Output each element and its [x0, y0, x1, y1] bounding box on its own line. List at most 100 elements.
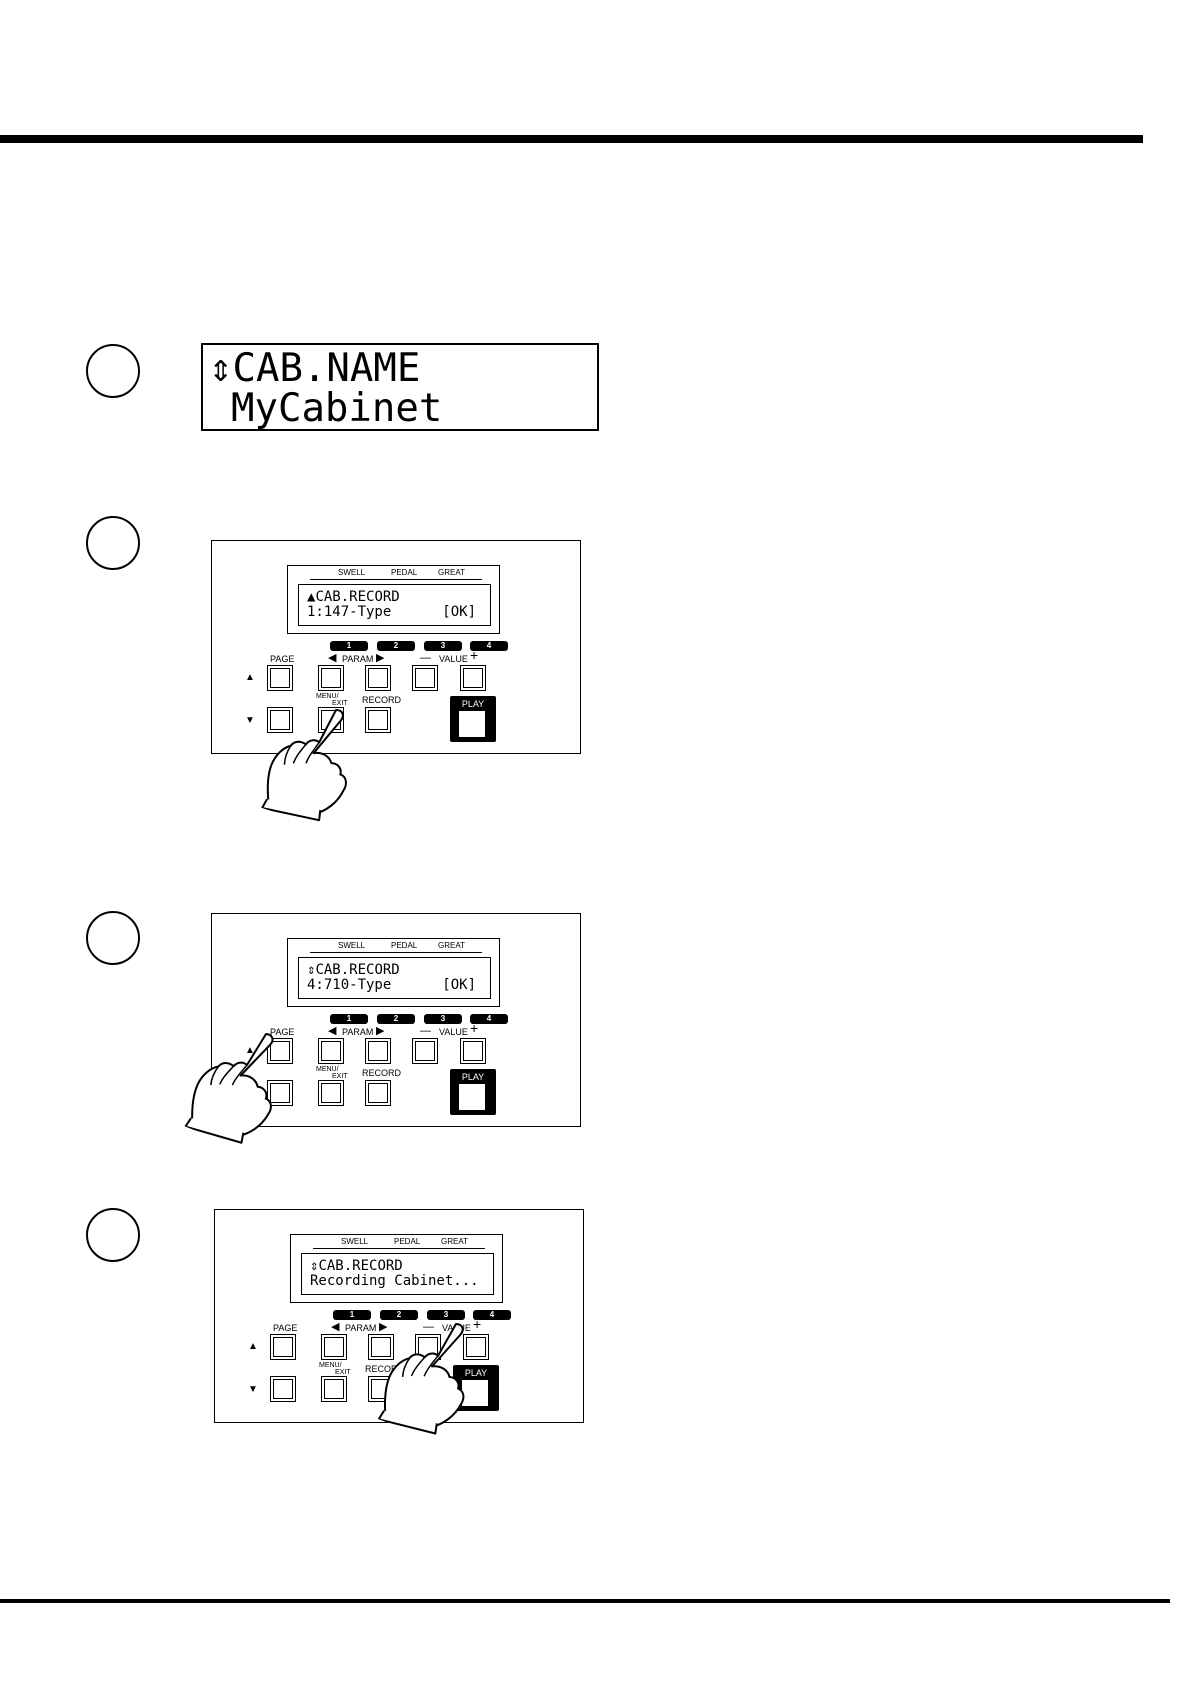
- value-minus-label: —: [420, 652, 431, 664]
- label-great: GREAT: [441, 1237, 468, 1246]
- lcd-ok: [OK]: [442, 977, 476, 993]
- display-line-2: MyCabinet_: [231, 386, 466, 431]
- display-line-1: ⇕CAB.NAME: [209, 349, 420, 388]
- play-label: PLAY: [461, 699, 485, 709]
- page-label: PAGE: [273, 1323, 298, 1333]
- up-down-icon: ⇕: [209, 346, 233, 391]
- manual-labels: SWELL PEDAL GREAT: [291, 1237, 502, 1249]
- param-left-arrow-icon: ◀: [328, 1025, 337, 1037]
- value-plus-label: +: [470, 647, 479, 663]
- lcd-line-2: 1:147-Type: [307, 604, 392, 620]
- param-right-button[interactable]: [368, 1334, 394, 1360]
- exit-label: EXIT: [332, 700, 348, 707]
- lcd-line-2: 4:710-Type: [307, 977, 392, 993]
- param-right-button[interactable]: [365, 1038, 391, 1064]
- label-underline: [310, 579, 482, 580]
- param-right-button[interactable]: [365, 665, 391, 691]
- param-right-arrow-icon: ▶: [379, 1321, 388, 1333]
- param-right-arrow-icon: ▶: [376, 652, 385, 664]
- exit-label: EXIT: [332, 1073, 348, 1080]
- value-minus-button[interactable]: [412, 665, 438, 691]
- number-badge-3: 3: [424, 1014, 462, 1024]
- label-swell: SWELL: [338, 941, 366, 950]
- record-button[interactable]: [365, 1080, 391, 1106]
- display-line-1-text: CAB.NAME: [232, 346, 421, 391]
- bottom-rule: [0, 1599, 1170, 1603]
- page-down-arrow-icon: ▼: [248, 1384, 258, 1395]
- lcd-line-1-text: CAB.RECORD: [318, 1258, 403, 1274]
- page-up-button[interactable]: [270, 1334, 296, 1360]
- menu-label: MENU/: [316, 693, 339, 700]
- value-plus-button[interactable]: [463, 1334, 489, 1360]
- lcd-line-2: Recording Cabinet...: [310, 1273, 479, 1289]
- label-swell: SWELL: [341, 1237, 369, 1246]
- value-label: VALUE: [439, 1027, 468, 1037]
- param-left-button[interactable]: [321, 1334, 347, 1360]
- page-up-arrow-icon: ▲: [248, 1341, 258, 1352]
- label-pedal: PEDAL: [391, 568, 418, 577]
- label-pedal: PEDAL: [391, 941, 418, 950]
- value-plus-button[interactable]: [460, 1038, 486, 1064]
- page-up-button[interactable]: [267, 665, 293, 691]
- param-label: PARAM: [342, 654, 374, 664]
- number-badge-1: 1: [330, 1014, 368, 1024]
- page-down-button[interactable]: [270, 1376, 296, 1402]
- number-badge-1: 1: [333, 1310, 371, 1320]
- label-great: GREAT: [438, 568, 465, 577]
- number-badge-4: 4: [470, 1014, 508, 1024]
- number-badge-3: 3: [424, 641, 462, 651]
- param-left-button[interactable]: [318, 1038, 344, 1064]
- scroll-arrow-icon: ⇕: [307, 962, 316, 978]
- page-down-button[interactable]: [267, 1080, 293, 1106]
- menu-label: MENU/: [316, 1066, 339, 1073]
- play-label: PLAY: [464, 1368, 488, 1378]
- page-label: PAGE: [270, 1027, 295, 1037]
- value-minus-label: —: [423, 1321, 434, 1333]
- lcd-line-1: ⇕CAB.RECORD: [310, 1259, 403, 1274]
- lcd-line-1-text: CAB.RECORD: [315, 589, 400, 605]
- play-button[interactable]: [458, 710, 486, 738]
- label-great: GREAT: [438, 941, 465, 950]
- menu-exit-button[interactable]: [321, 1376, 347, 1402]
- step-circle-1: [86, 344, 140, 398]
- pointing-hand-icon: [159, 1006, 308, 1163]
- manual-labels: SWELL PEDAL GREAT: [288, 568, 499, 580]
- page-down-button[interactable]: [267, 707, 293, 733]
- param-right-arrow-icon: ▶: [376, 1025, 385, 1037]
- value-plus-button[interactable]: [460, 665, 486, 691]
- param-label: PARAM: [345, 1323, 377, 1333]
- pointing-hand-icon: [236, 686, 379, 839]
- param-left-arrow-icon: ◀: [328, 652, 337, 664]
- label-pedal: PEDAL: [394, 1237, 421, 1246]
- scroll-arrow-icon: ▲: [307, 589, 316, 605]
- menu-exit-button[interactable]: [318, 1080, 344, 1106]
- play-label: PLAY: [461, 1072, 485, 1082]
- param-left-arrow-icon: ◀: [331, 1321, 340, 1333]
- label-swell: SWELL: [338, 568, 366, 577]
- scroll-arrow-icon: ⇕: [310, 1258, 319, 1274]
- page-up-arrow-icon: ▲: [245, 1045, 255, 1056]
- lcd-line-1: ⇕CAB.RECORD: [307, 963, 400, 978]
- manual-labels: SWELL PEDAL GREAT: [288, 941, 499, 953]
- number-badge-2: 2: [380, 1310, 418, 1320]
- page-label: PAGE: [270, 654, 295, 664]
- lcd-line-1-text: CAB.RECORD: [315, 962, 400, 978]
- lcd-ok: [OK]: [442, 604, 476, 620]
- record-button[interactable]: [365, 707, 391, 733]
- number-badge-2: 2: [377, 1014, 415, 1024]
- play-button[interactable]: [458, 1083, 486, 1111]
- cabinet-name-display: ⇕CAB.NAME MyCabinet_: [201, 343, 599, 431]
- exit-label: EXIT: [335, 1369, 351, 1376]
- pointing-hand-icon: [353, 1298, 499, 1453]
- step-circle-4: [86, 1208, 140, 1262]
- number-badge-3: 3: [427, 1310, 465, 1320]
- value-minus-button[interactable]: [412, 1038, 438, 1064]
- param-left-button[interactable]: [318, 665, 344, 691]
- number-badge-1: 1: [330, 641, 368, 651]
- param-label: PARAM: [342, 1027, 374, 1037]
